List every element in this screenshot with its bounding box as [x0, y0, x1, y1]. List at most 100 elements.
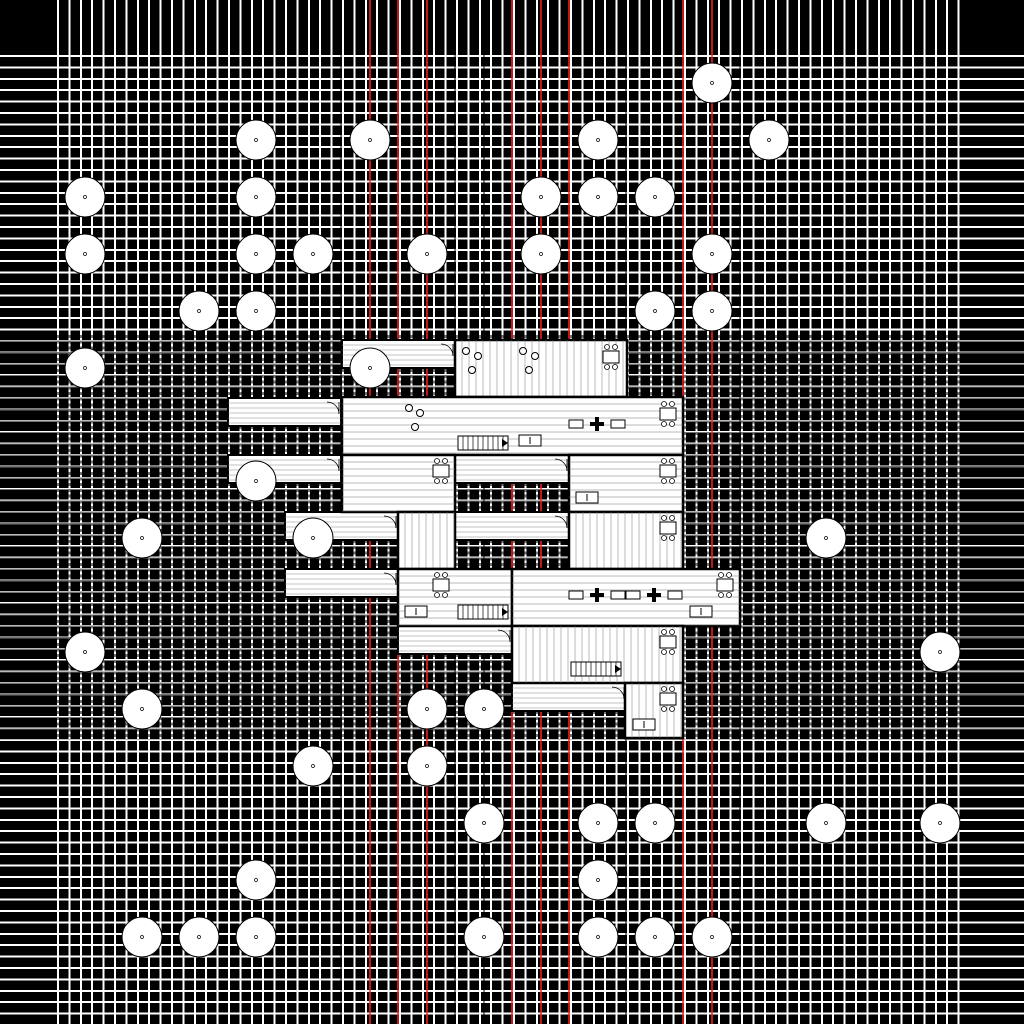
chair-icon [669, 515, 675, 521]
tree-trunk-icon [254, 935, 258, 939]
tree-icon [64, 631, 106, 673]
tree-icon [634, 290, 676, 332]
chair-icon [669, 401, 675, 407]
tree-icon [292, 233, 334, 275]
tree-trunk-icon [596, 935, 600, 939]
tree-trunk-icon [596, 138, 600, 142]
door-swing-icon [497, 629, 511, 643]
tree-trunk-icon [653, 821, 657, 825]
table-icon [716, 578, 734, 592]
tree-trunk-icon [254, 479, 258, 483]
chair-icon [669, 478, 675, 484]
tree-trunk-icon [653, 195, 657, 199]
tree-trunk-icon [368, 366, 372, 370]
tree-trunk-icon [482, 935, 486, 939]
strip-room [227, 397, 342, 427]
tree-trunk-icon [539, 195, 543, 199]
tree-trunk-icon [653, 309, 657, 313]
strip-room [511, 682, 627, 712]
chair-icon [718, 572, 724, 578]
door-swing-icon [383, 515, 397, 529]
tree-icon [235, 119, 277, 161]
tree-icon [178, 290, 220, 332]
table-icon [659, 407, 677, 421]
tree-trunk-icon [824, 821, 828, 825]
arrow-icon [502, 439, 508, 447]
room [340, 395, 685, 457]
bench-icon [610, 419, 626, 429]
tree-icon [121, 517, 163, 559]
tree-trunk-icon [311, 764, 315, 768]
tree-icon [463, 688, 505, 730]
tree-icon [805, 517, 847, 559]
chair-icon [669, 649, 675, 655]
chair-icon [434, 458, 440, 464]
plant-icon [474, 352, 482, 360]
tree-icon [520, 176, 562, 218]
tree-trunk-icon [254, 252, 258, 256]
room [396, 510, 457, 571]
tree-trunk-icon [197, 309, 201, 313]
room [453, 338, 629, 399]
tree-icon [748, 119, 790, 161]
chair-icon [661, 478, 667, 484]
tree-icon [691, 62, 733, 104]
strip-room [284, 568, 399, 598]
tree-trunk-icon [596, 195, 600, 199]
tree-trunk-icon [311, 252, 315, 256]
chair-icon [434, 592, 440, 598]
table-icon [659, 464, 677, 478]
tree-trunk-icon [938, 821, 942, 825]
door-swing-icon [326, 401, 340, 415]
tree-trunk-icon [824, 536, 828, 540]
tree-trunk-icon [140, 707, 144, 711]
tree-icon [121, 688, 163, 730]
chair-icon [434, 572, 440, 578]
chair-icon [434, 478, 440, 484]
door-swing-icon [440, 343, 454, 357]
tree-icon [235, 290, 277, 332]
bench-icon [610, 590, 626, 600]
chair-icon [669, 706, 675, 712]
chair-icon [604, 344, 610, 350]
bench-icon [568, 590, 584, 600]
cross-icon [590, 417, 604, 431]
tree-icon [634, 176, 676, 218]
plant-icon [405, 404, 413, 412]
tree-icon [691, 916, 733, 958]
tree-icon [292, 745, 334, 787]
tree-icon [577, 859, 619, 901]
chair-icon [442, 592, 448, 598]
tree-trunk-icon [197, 935, 201, 939]
tree-trunk-icon [710, 81, 714, 85]
tree-icon [463, 802, 505, 844]
bench-icon [568, 419, 584, 429]
tree-icon [463, 916, 505, 958]
tree-icon [805, 802, 847, 844]
strip-room [454, 511, 570, 541]
tree-trunk-icon [311, 536, 315, 540]
tree-trunk-icon [596, 821, 600, 825]
tree-trunk-icon [425, 764, 429, 768]
chair-icon [669, 421, 675, 427]
chair-icon [726, 592, 732, 598]
chair-icon [442, 458, 448, 464]
chair-icon [726, 572, 732, 578]
chair-icon [442, 572, 448, 578]
chair-icon [661, 401, 667, 407]
chair-icon [718, 592, 724, 598]
chair-icon [661, 686, 667, 692]
tree-trunk-icon [425, 707, 429, 711]
tree-icon [235, 916, 277, 958]
chair-icon [669, 535, 675, 541]
plant-icon [531, 352, 539, 360]
plant-icon [468, 366, 476, 374]
tree-trunk-icon [425, 252, 429, 256]
tree-trunk-icon [539, 252, 543, 256]
chair-icon [612, 344, 618, 350]
tree-icon [64, 176, 106, 218]
plant-icon [525, 366, 533, 374]
table-icon [432, 464, 450, 478]
chair-icon [669, 686, 675, 692]
